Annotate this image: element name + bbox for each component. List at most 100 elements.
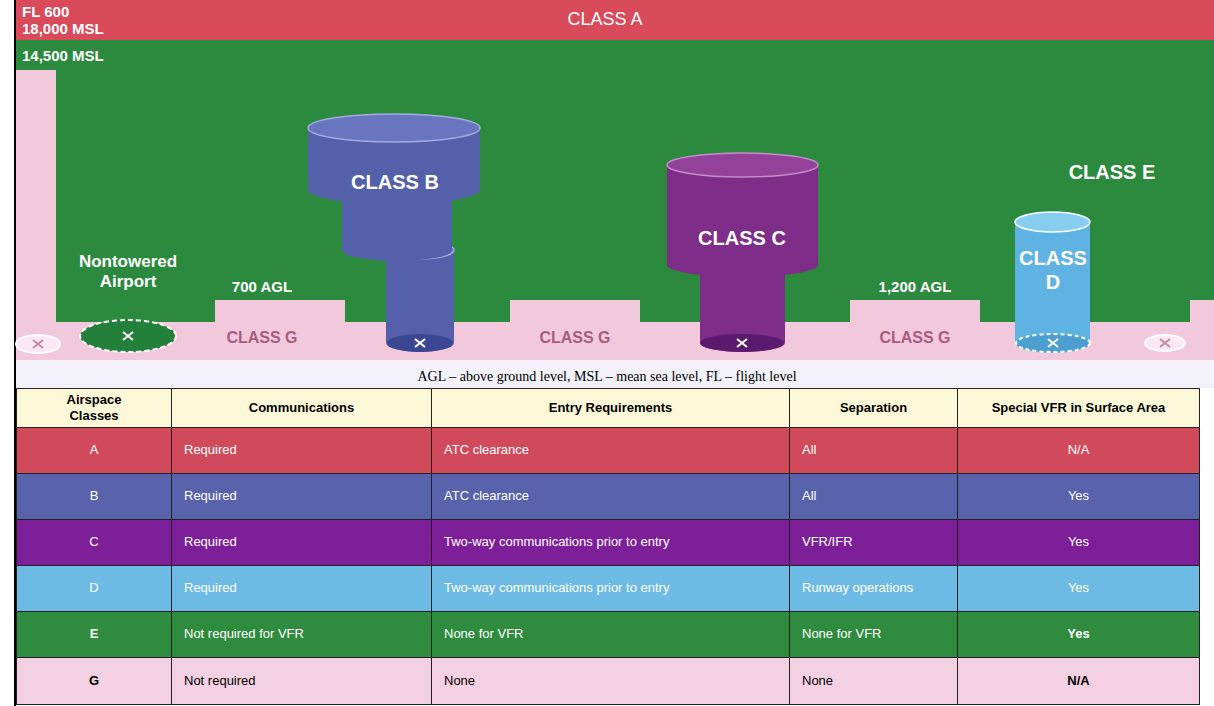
airspace-class-label: CLASS E [1069, 160, 1156, 184]
table-cell: Required [172, 566, 432, 612]
table-cell: Two-way communications prior to entry [432, 520, 790, 566]
airspace-body [700, 265, 785, 343]
airport-ellipse [16, 335, 60, 353]
nontowered-airport [80, 320, 176, 352]
table-header: Airspace Classes [49, 392, 139, 425]
table-cell: B [16, 474, 172, 520]
table-cell-text: N/A [1067, 673, 1089, 689]
table-header: Special VFR in Surface Area [992, 400, 1166, 416]
table-header: Communications [249, 400, 354, 416]
airspace-body [1015, 222, 1090, 343]
class-g-step [454, 300, 700, 360]
airport-symbol [33, 340, 43, 348]
table-cell: Yes [958, 566, 1200, 612]
table-cell-text: E [90, 626, 99, 642]
class-c-airspace: CLASS C [660, 150, 830, 360]
table-cell-text: G [89, 673, 99, 689]
table-cell: All [790, 474, 958, 520]
table-cell: Yes [958, 474, 1200, 520]
table-cell: Airspace Classes [16, 388, 172, 428]
caption-band [16, 360, 1214, 388]
table-cell-text: Required [184, 534, 237, 550]
altitude-label: CLASS G [879, 328, 950, 347]
airspace-body [342, 239, 452, 261]
table-cell-text: VFR/IFR [802, 534, 853, 550]
table-cell-text: Yes [1068, 580, 1089, 596]
airspace-top [700, 256, 785, 274]
airport-label: Nontowered Airport [69, 252, 187, 293]
airspace-class-label: CLASS A [567, 9, 642, 31]
caption: AGL – above ground level, MSL – mean sea… [417, 369, 796, 386]
altitude-label: CLASS G [226, 328, 297, 347]
altitude-label: 14,500 MSL [22, 47, 104, 65]
shape-outline [16, 40, 1214, 360]
airport-symbol [1048, 339, 1058, 347]
table-cell: Yes [958, 612, 1200, 658]
airspace-top [667, 153, 818, 177]
table-cell: ATC clearance [432, 428, 790, 474]
altitude-label: 1,200 AGL [879, 278, 952, 296]
table-cell: Required [172, 474, 432, 520]
airspace-class-label: CLASS D [1015, 246, 1091, 294]
airspace-top [1015, 212, 1090, 232]
table-cell-text: None for VFR [444, 626, 523, 642]
table-cell: Communications [172, 388, 432, 428]
table-cell-text: Yes [1068, 534, 1089, 550]
table-cell-text: Yes [1067, 626, 1089, 642]
airport-surface [700, 334, 784, 352]
class-g-ground [16, 70, 56, 360]
table-cell-text: C [89, 534, 98, 550]
table-cell: None [790, 658, 958, 705]
table-cell-text: Not required [184, 673, 256, 689]
table-cell-text: B [90, 488, 99, 504]
table-cell-text: Required [184, 580, 237, 596]
table-cell-text: Required [184, 488, 237, 504]
shape-outline [660, 150, 830, 360]
table-cell: Required [172, 428, 432, 474]
table-cell: D [16, 566, 172, 612]
airspace-class-label: CLASS B [351, 170, 439, 194]
table-cell-text: All [802, 488, 816, 504]
airspace-top [308, 114, 480, 142]
table-cell: Special VFR in Surface Area [958, 388, 1200, 428]
altitude-label: FL 600 [22, 3, 69, 21]
table-header: Separation [840, 400, 907, 416]
table-cell: Not required [172, 658, 432, 705]
airport-symbol [123, 332, 133, 340]
table-cell-text: Yes [1068, 488, 1089, 504]
airspace-top [386, 241, 454, 259]
table-cell: Yes [958, 520, 1200, 566]
class-g-ground [1190, 300, 1214, 360]
table-cell: Entry Requirements [432, 388, 790, 428]
class-g-ground [16, 322, 1214, 360]
airspace-body [386, 250, 454, 343]
table-cell-text: None [444, 673, 475, 689]
class-b-airspace: CLASS B [300, 110, 490, 360]
altitude-label: 700 AGL [232, 278, 292, 296]
table-cell-text: Not required for VFR [184, 626, 304, 642]
table-cell: None for VFR [432, 612, 790, 658]
airport-symbol [1160, 339, 1170, 347]
table-cell: VFR/IFR [790, 520, 958, 566]
table-cell: A [16, 428, 172, 474]
airport-symbol [737, 339, 747, 347]
table-cell-text: ATC clearance [444, 488, 529, 504]
airspace-body [1015, 333, 1090, 353]
airspace-body [667, 253, 818, 277]
table-cell: ATC clearance [432, 474, 790, 520]
table-cell-text: Two-way communications prior to entry [444, 580, 669, 596]
table-cell-text: Required [184, 442, 237, 458]
table-cell: Two-way communications prior to entry [432, 566, 790, 612]
table-cell-text: A [90, 442, 99, 458]
table-cell: N/A [958, 658, 1200, 705]
table-cell: Runway operations [790, 566, 958, 612]
altitude-label: CLASS G [539, 328, 610, 347]
table-cell: Required [172, 520, 432, 566]
table-cell: G [16, 658, 172, 705]
table-cell: All [790, 428, 958, 474]
table-cell: None [432, 658, 790, 705]
class-g-step [785, 300, 1015, 360]
table-cell: C [16, 520, 172, 566]
table-cell-text: None [802, 673, 833, 689]
table-cell-text: Runway operations [802, 580, 913, 596]
